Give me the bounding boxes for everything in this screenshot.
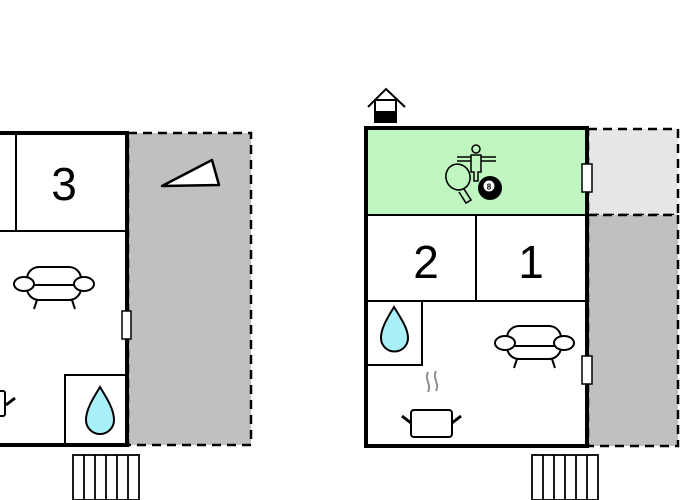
sun-triangle-icon (160, 158, 221, 188)
table-tennis-icon (445, 163, 473, 205)
kitchen-pot-icon (401, 370, 462, 438)
right-door-lower (581, 355, 593, 385)
bedroom-3-label: 3 (51, 158, 77, 210)
bedroom-1-label: 1 (518, 236, 544, 288)
right-terrace-lower (586, 213, 680, 448)
water-drop-icon (379, 305, 410, 353)
left-floor-plan: 3 (0, 131, 253, 500)
basement-house-icon (367, 87, 406, 123)
kitchen-pot-icon (0, 390, 16, 417)
left-stairs-icon (72, 454, 140, 500)
right-floor-plan: 8 2 1 (364, 87, 680, 500)
billiard-ball-icon: 8 (478, 176, 502, 200)
foosball-icon (457, 144, 496, 182)
sofa-icon (494, 325, 575, 369)
billiard-ball-number: 8 (487, 183, 492, 192)
bedroom-2-label: 2 (413, 236, 439, 288)
left-door (121, 310, 132, 340)
right-stairs-icon (531, 454, 599, 500)
water-drop-icon (84, 385, 116, 435)
sofa-icon (13, 266, 95, 310)
right-door-upper (581, 163, 593, 193)
right-terrace-upper (586, 127, 680, 217)
